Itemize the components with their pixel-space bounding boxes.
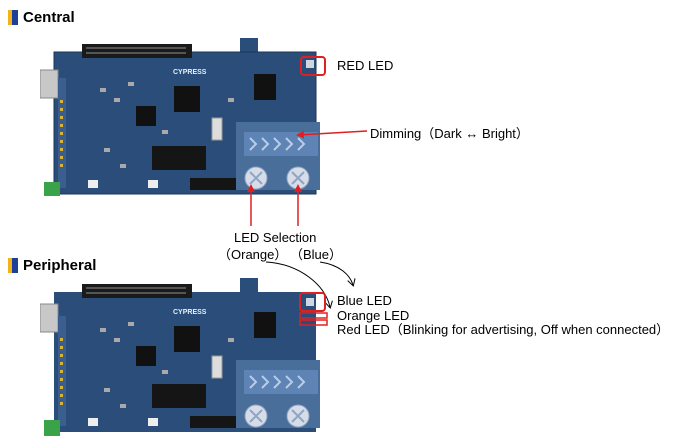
central-title: Central — [8, 9, 75, 26]
board-brand: CYPRESS — [173, 69, 207, 76]
blue-led-label: Blue LED — [337, 293, 392, 308]
led-selection-label: LED Selection — [234, 230, 317, 245]
peripheral-title: Peripheral — [8, 257, 96, 274]
red-led-peripheral-highlight — [299, 319, 328, 326]
title-marker-icon — [8, 10, 18, 25]
red-led-label: RED LED — [337, 58, 394, 73]
red-led-peripheral-label: Red LED（Blinking for advertising, Off wh… — [337, 322, 670, 337]
title-marker-icon — [8, 258, 18, 273]
dimming-label: Dimming（Dark ↔ Bright） — [370, 126, 529, 141]
orange-to-led-arrow — [265, 261, 330, 307]
peripheral-title-text: Peripheral — [23, 257, 97, 274]
orange-paren-label: （Orange） — [218, 247, 288, 262]
central-title-text: Central — [23, 9, 75, 26]
dimming-arrow — [296, 130, 368, 139]
board-brand: CYPRESS — [173, 309, 207, 316]
central-board-image: CYPRESS — [40, 38, 320, 196]
blue-paren-label: （Blue） — [290, 247, 343, 262]
orange-led-highlight — [299, 312, 328, 319]
orange-led-label: Orange LED — [337, 308, 410, 323]
peripheral-board-image: CYPRESS — [40, 278, 320, 436]
blue-to-led-arrow — [319, 261, 353, 285]
blue-led-highlight — [299, 292, 326, 312]
red-led-highlight — [300, 56, 326, 76]
